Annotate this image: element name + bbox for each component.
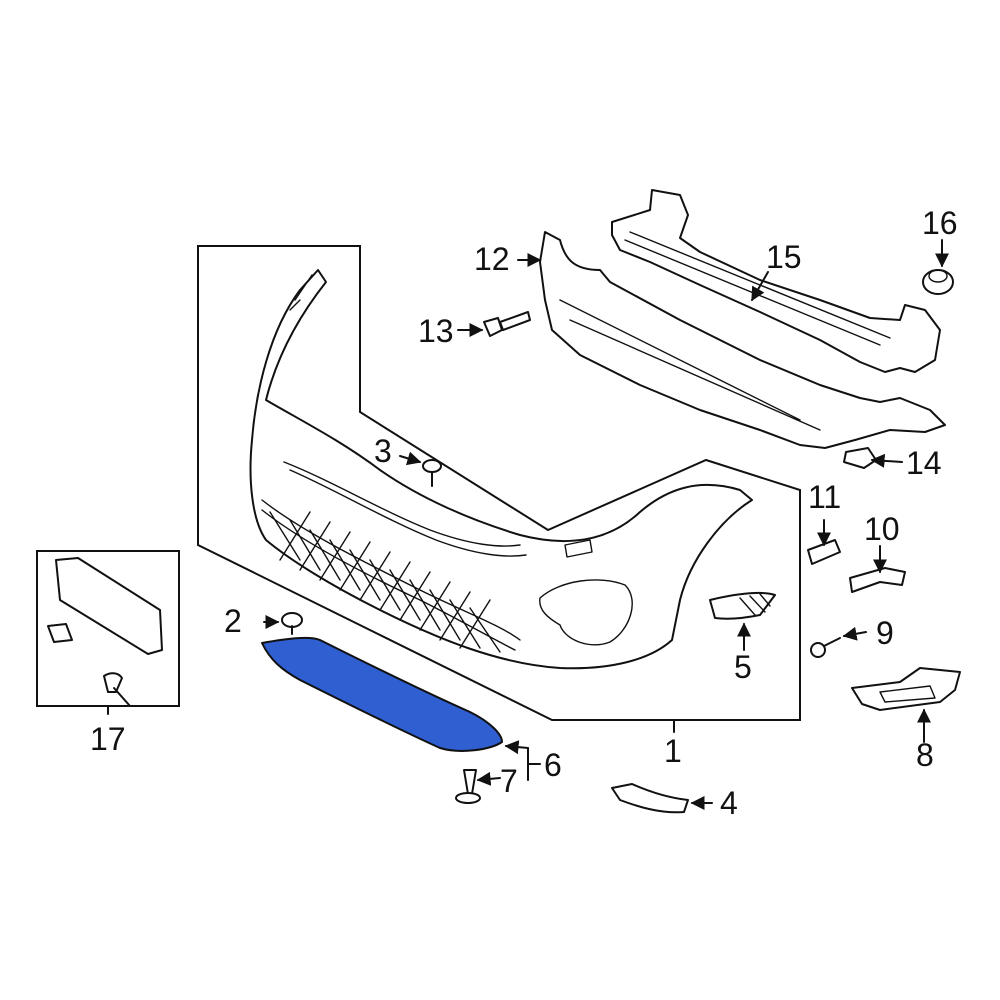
leader-lines xyxy=(107,239,949,810)
screw-9 xyxy=(810,637,841,658)
bumper-group-frame xyxy=(197,245,801,721)
callout-6: 6 xyxy=(544,747,562,783)
bracket-14 xyxy=(843,447,877,469)
grille-insert-5 xyxy=(709,591,776,620)
push-pin-2 xyxy=(281,612,303,635)
grommet-16 xyxy=(922,269,954,295)
push-pin-7 xyxy=(455,769,481,804)
callout-15: 15 xyxy=(766,239,802,275)
license-plate-bracket xyxy=(47,557,163,707)
callout-7: 7 xyxy=(500,763,518,799)
callout-2: 2 xyxy=(224,603,242,639)
bolt-13 xyxy=(483,311,531,337)
callout-13: 13 xyxy=(418,313,454,349)
bumper-cover xyxy=(249,269,753,670)
trim-4 xyxy=(611,783,689,814)
callout-1: 1 xyxy=(664,733,682,769)
callout-14: 14 xyxy=(906,445,942,481)
callout-11: 11 xyxy=(808,479,841,515)
lamp-bezel-8 xyxy=(851,667,961,711)
push-pin-3 xyxy=(422,459,442,487)
callout-17: 17 xyxy=(90,721,126,757)
callout-9: 9 xyxy=(876,615,894,651)
callout-16: 16 xyxy=(922,205,958,241)
callout-8: 8 xyxy=(916,737,934,773)
splash-shield-highlighted xyxy=(261,636,503,752)
callout-10: 10 xyxy=(864,511,900,547)
callout-3: 3 xyxy=(374,433,392,469)
callout-5: 5 xyxy=(734,649,752,685)
callout-12: 12 xyxy=(474,241,510,277)
energy-absorber xyxy=(539,231,946,449)
callout-4: 4 xyxy=(720,785,738,821)
bracket-10 xyxy=(849,567,906,593)
